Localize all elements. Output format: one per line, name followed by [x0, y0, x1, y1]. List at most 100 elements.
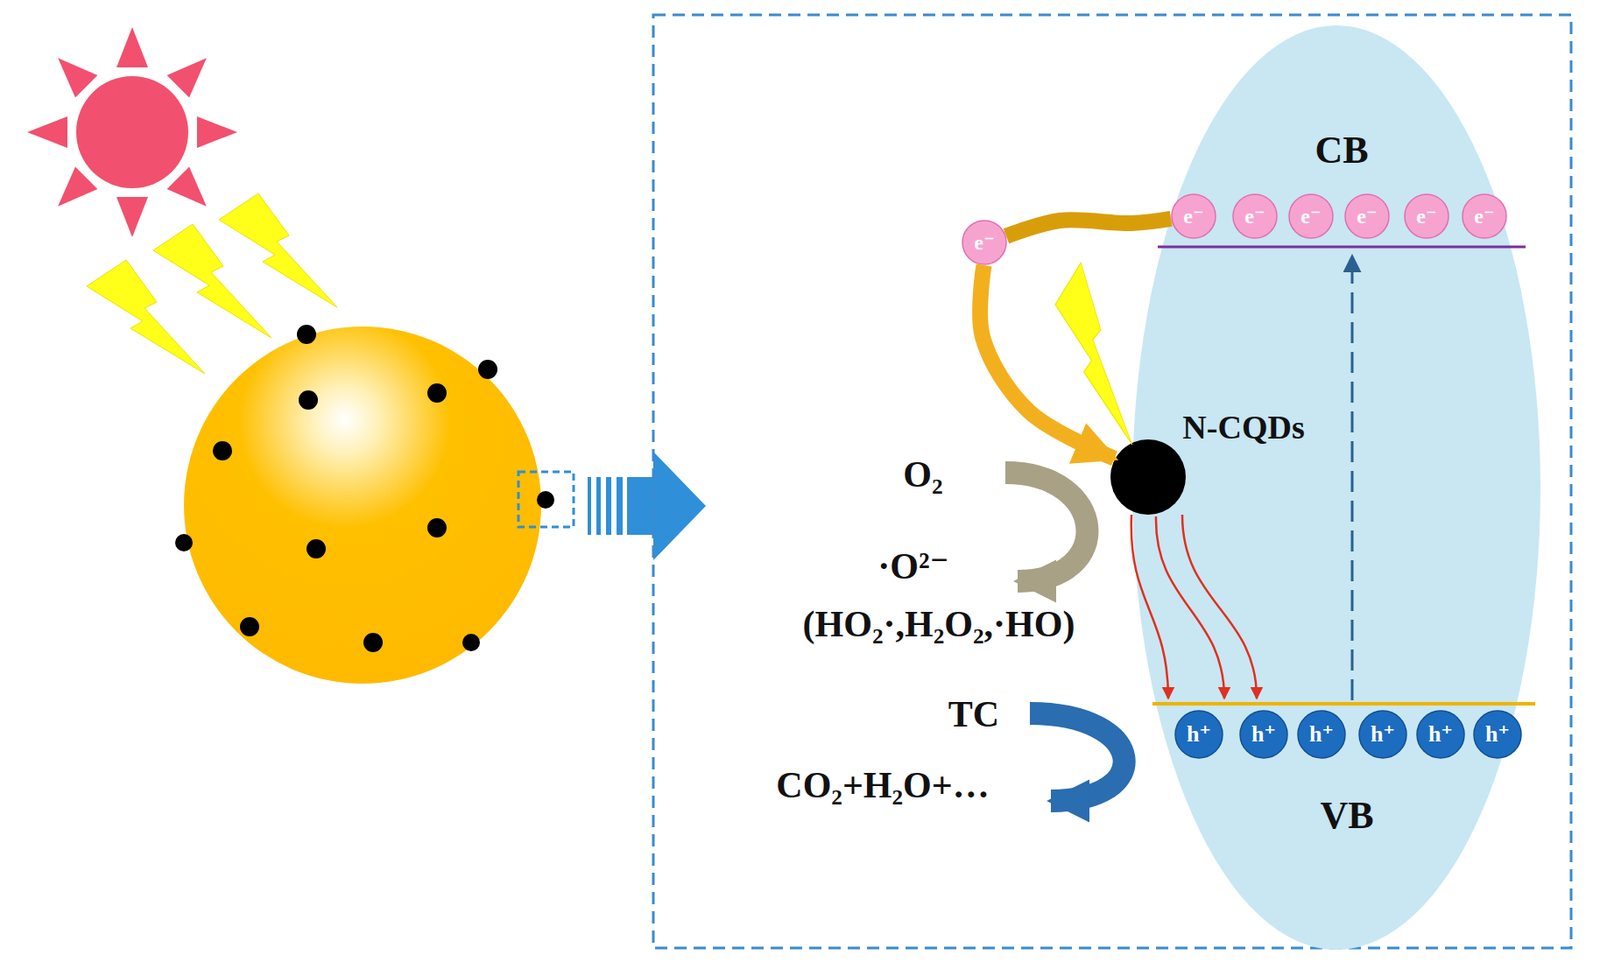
- node-circle: [1473, 711, 1522, 759]
- hole-transfer-arrow: [1182, 514, 1257, 699]
- electron-transfer-band: [1006, 218, 1171, 237]
- hole-circle: h⁺: [1296, 710, 1347, 760]
- charge-label: h⁺: [1186, 722, 1212, 748]
- arrow-stripe: [606, 477, 612, 536]
- electron-circle: e⁻: [1403, 193, 1450, 240]
- charge-label: e⁻: [1416, 204, 1437, 228]
- lightning-bolt: [218, 193, 338, 308]
- node-circle: [1171, 194, 1216, 239]
- electron-circle: e⁻: [1344, 193, 1390, 240]
- node-label: N-CQDs: [1182, 409, 1304, 447]
- node-circle: [1462, 194, 1507, 239]
- hole-transfer-arrow: [1155, 516, 1225, 699]
- species-label: (HO₂·,H₂O₂,·HO): [803, 604, 1076, 645]
- species-label: ·O²⁻: [877, 546, 949, 587]
- sun-ray: [116, 27, 149, 68]
- zoom-box: [518, 472, 574, 528]
- quantum-dot: [363, 633, 383, 653]
- charge-label: e⁻: [973, 231, 994, 254]
- hole-transfer-arrow: [1131, 514, 1169, 699]
- charge-label: e⁻: [1473, 204, 1495, 228]
- quantum-dot: [175, 534, 193, 552]
- sun-ray: [167, 167, 219, 219]
- quantum-dot: [462, 634, 480, 652]
- node-circle: [1297, 711, 1346, 759]
- charge-label: h⁺: [1251, 722, 1276, 748]
- zoom-arrow: [587, 451, 706, 561]
- sun-symbol: [27, 27, 238, 238]
- arrow-body: [627, 477, 656, 536]
- node-circle: [1233, 194, 1277, 239]
- reduction-arrow: [1005, 472, 1087, 582]
- charge-label: e⁻: [1356, 204, 1377, 228]
- conduction-band-line: [1157, 246, 1526, 249]
- sun-ray: [167, 46, 219, 98]
- circle-outline: [1109, 438, 1187, 516]
- species-label: O₂: [902, 454, 943, 495]
- quantum-dot: [478, 359, 498, 380]
- hole-circle: h⁺: [1416, 710, 1466, 760]
- node-circle: [1175, 711, 1223, 759]
- electron-circle: e⁻: [961, 219, 1008, 266]
- electron-circle: e⁻: [1288, 193, 1334, 240]
- quantum-dot-node: N-CQDs: [1109, 438, 1187, 516]
- catalyst-sphere: [183, 326, 542, 684]
- quantum-dot: [298, 390, 318, 410]
- hole-circle: h⁺: [1358, 710, 1408, 760]
- quantum-dot: [306, 539, 326, 559]
- sun-ray: [46, 46, 98, 98]
- node-circle: [1240, 711, 1288, 759]
- electron-circle: e⁻: [1170, 193, 1217, 240]
- quantum-dot: [296, 324, 317, 345]
- sun-ray: [197, 116, 238, 149]
- arrow-stripe: [616, 477, 623, 536]
- lightning-bolt: [1055, 262, 1133, 445]
- sun-disc: [76, 76, 189, 189]
- node-circle: [1359, 711, 1407, 759]
- node-circle: [1404, 194, 1449, 239]
- charge-label: h⁺: [1370, 722, 1396, 748]
- energy-band-ellipse: CB VB e⁻ e⁻ e⁻ e⁻ e⁻ e⁻ h⁺ h⁺ h⁺ h⁺ h⁺ h⁺: [1132, 25, 1541, 951]
- node-circle: [962, 220, 1007, 265]
- charge-label: h⁺: [1485, 722, 1510, 748]
- species-label: TC: [948, 694, 1000, 735]
- quantum-dot: [239, 617, 260, 637]
- quantum-dot: [427, 383, 447, 403]
- quantum-dot: [536, 491, 555, 509]
- node-circle: [1416, 711, 1465, 759]
- band-ellipse: [1132, 25, 1541, 951]
- charge-label: e⁻: [1244, 204, 1265, 228]
- sun-ray: [46, 167, 98, 219]
- sun-ray: [116, 197, 149, 238]
- product-label: CO₂+H₂O+…: [775, 765, 989, 806]
- excitation-arrow: [1351, 255, 1354, 701]
- node-circle: [1110, 439, 1186, 515]
- electron-transfer-arrow: [979, 265, 1114, 459]
- quantum-dots: [175, 324, 555, 653]
- charge-label: h⁺: [1309, 722, 1334, 748]
- oxidation-arrow: [1029, 713, 1125, 802]
- electron-circle: e⁻: [1461, 193, 1508, 240]
- quantum-dot: [427, 518, 447, 538]
- arrow-stripe: [596, 477, 601, 536]
- charge-label: e⁻: [1183, 204, 1204, 228]
- charge-label: e⁻: [1300, 204, 1321, 228]
- hole-circle: h⁺: [1174, 710, 1224, 760]
- electron-circle: e⁻: [1232, 193, 1278, 240]
- sun-ray: [27, 116, 68, 149]
- valence-band-line: [1152, 702, 1536, 706]
- band-label: VB: [1319, 795, 1374, 838]
- node-circle: [1345, 194, 1389, 239]
- band-label: CB: [1314, 129, 1368, 172]
- hole-circle: h⁺: [1239, 710, 1289, 760]
- arrow-stripe: [587, 477, 592, 536]
- lightning-bolt: [86, 260, 205, 374]
- quantum-dot: [212, 441, 233, 461]
- hole-circle: h⁺: [1473, 710, 1523, 760]
- charge-label: h⁺: [1428, 722, 1453, 748]
- edge-layer: [979, 218, 1171, 459]
- arrow-head: [653, 451, 706, 561]
- node-circle: [1289, 194, 1333, 239]
